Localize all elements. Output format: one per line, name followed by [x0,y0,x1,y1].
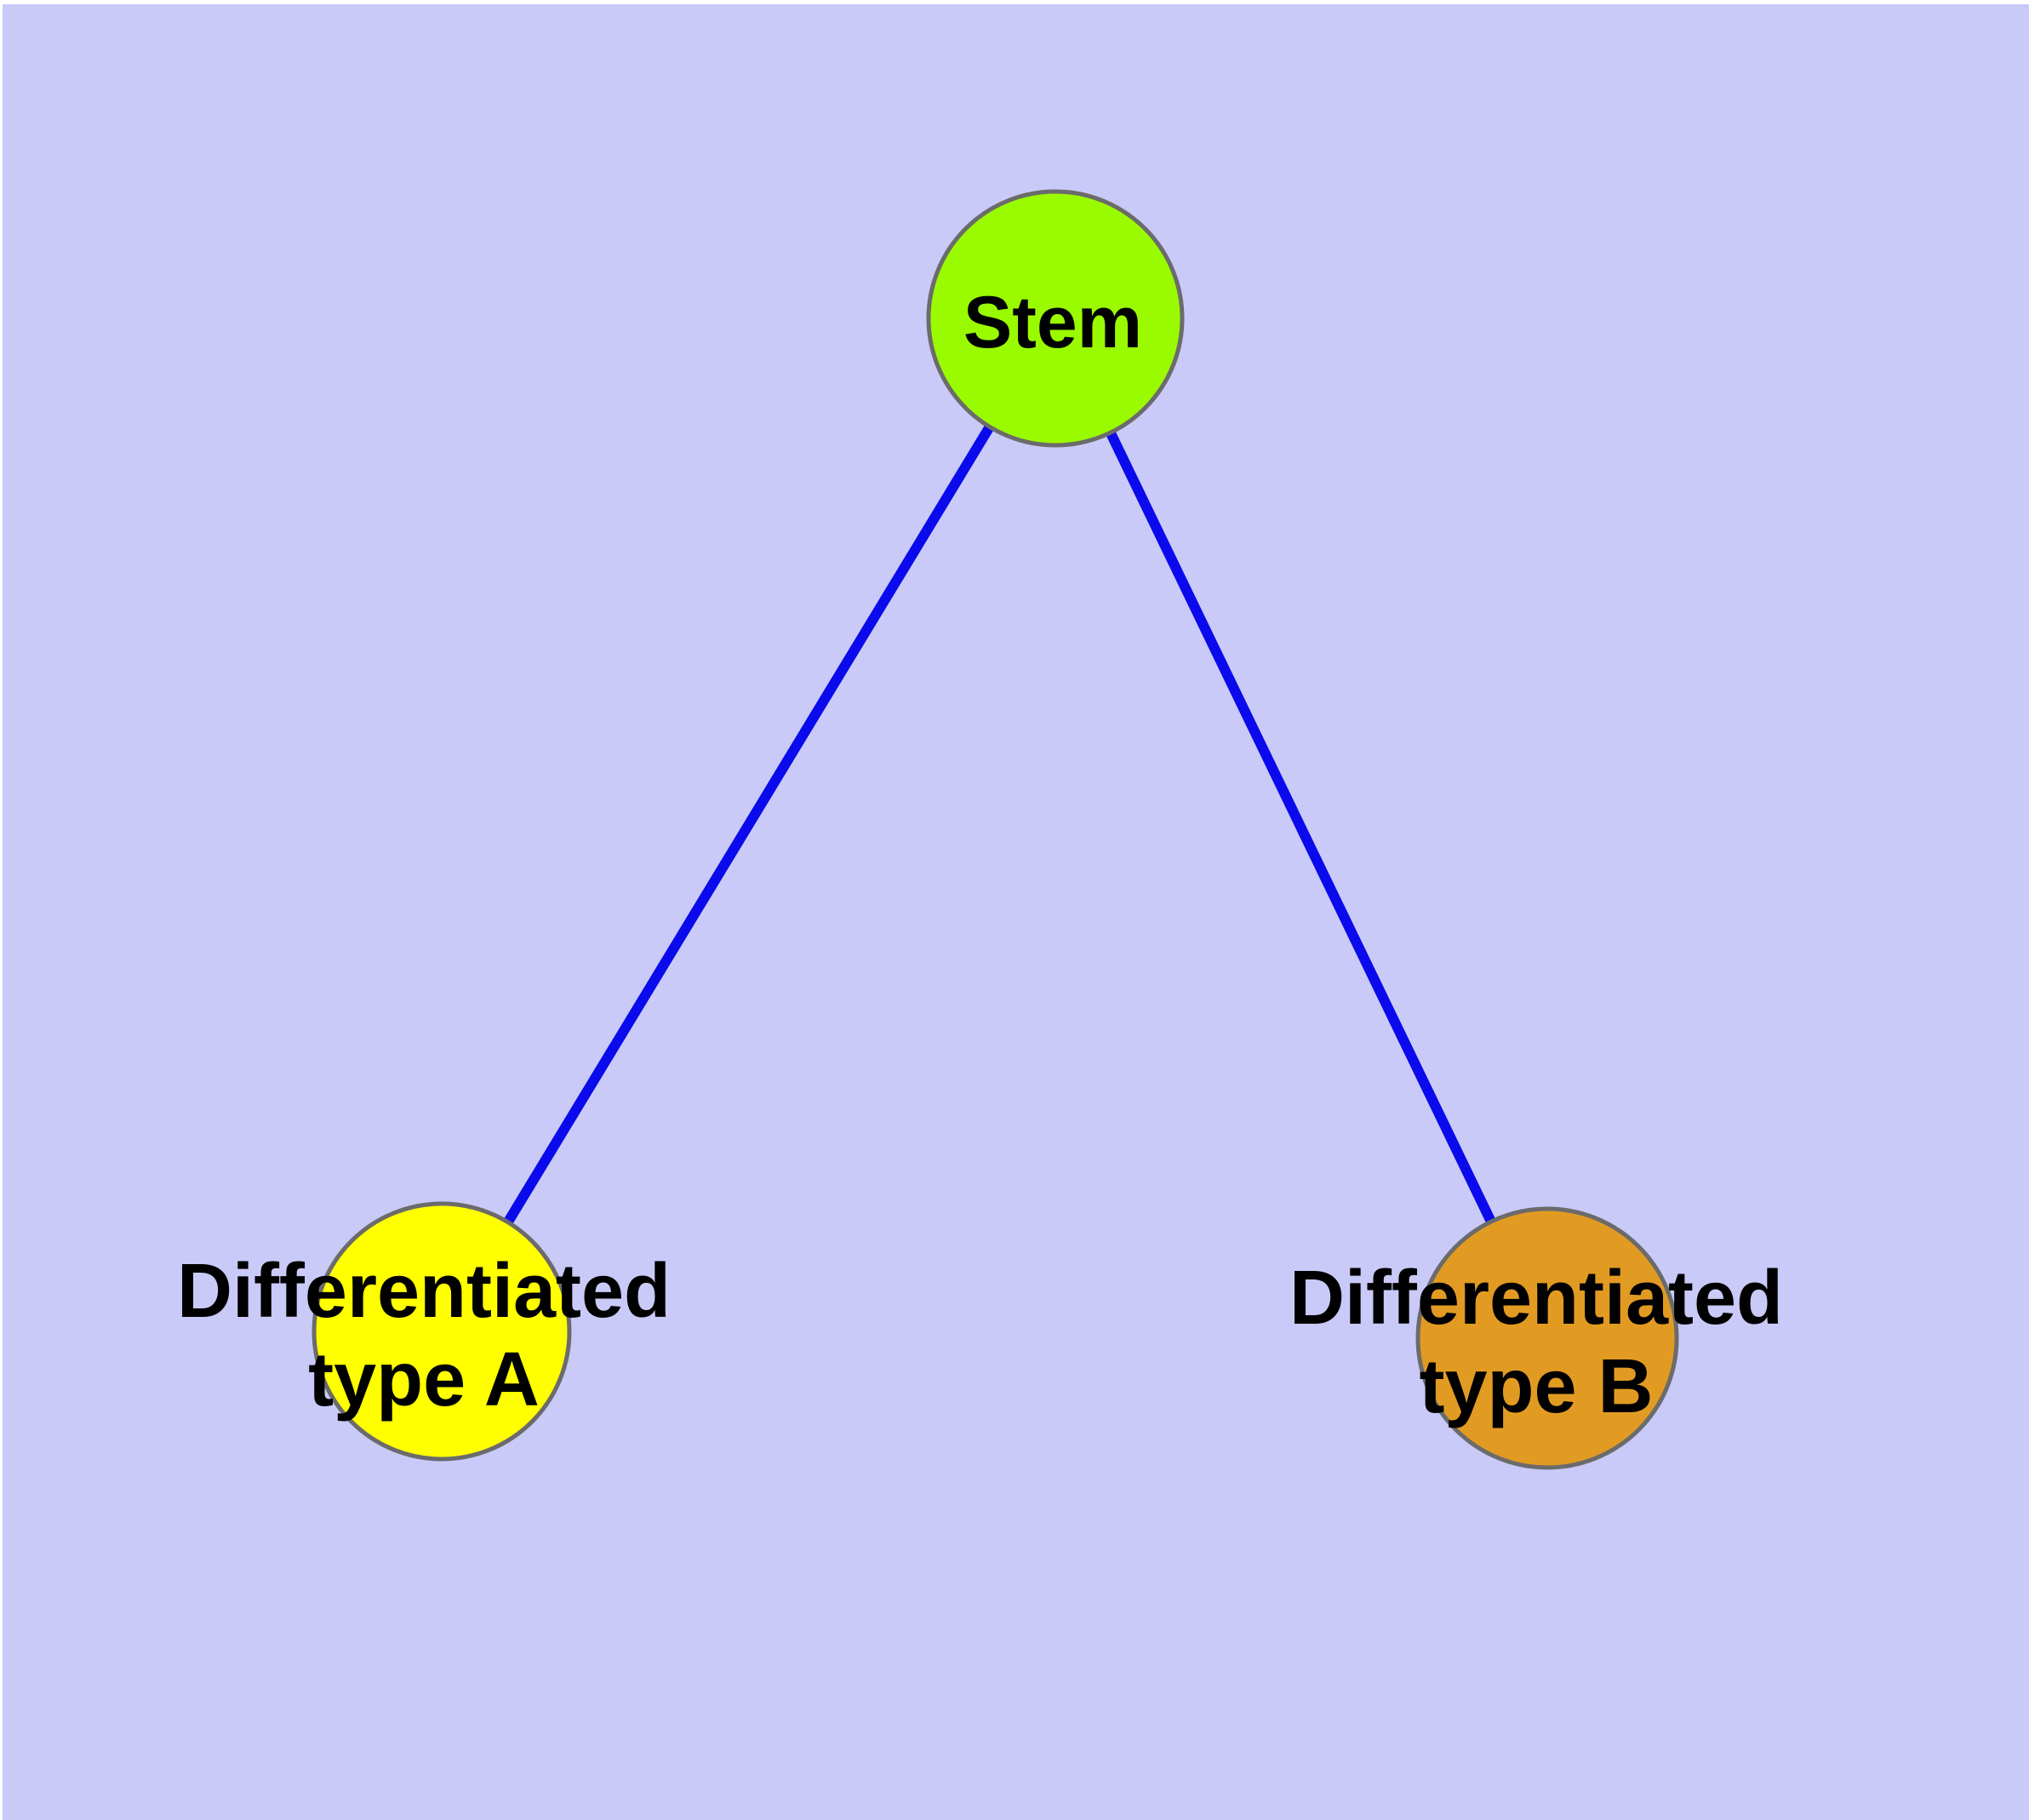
node-stem [926,189,1185,448]
edge-stem-to-type-b [1050,316,1552,1341]
node-differentiated-type-b [1415,1206,1679,1470]
node-type-b-label-line2: type B [1419,1344,1653,1429]
edge-stem-to-type-a [437,315,1060,1335]
edges [437,315,1552,1341]
nodes [311,189,1679,1470]
node-type-a-label-line2: type A [308,1337,540,1422]
node-type-a-label-line1: Differentiated [177,1249,671,1334]
node-stem-label: Stem [963,282,1142,363]
node-type-b-label-line1: Differentiated [1289,1256,1783,1341]
labels: Stem Differentiated type A Differentiate… [177,282,1783,1429]
node-differentiated-type-a [311,1201,572,1462]
